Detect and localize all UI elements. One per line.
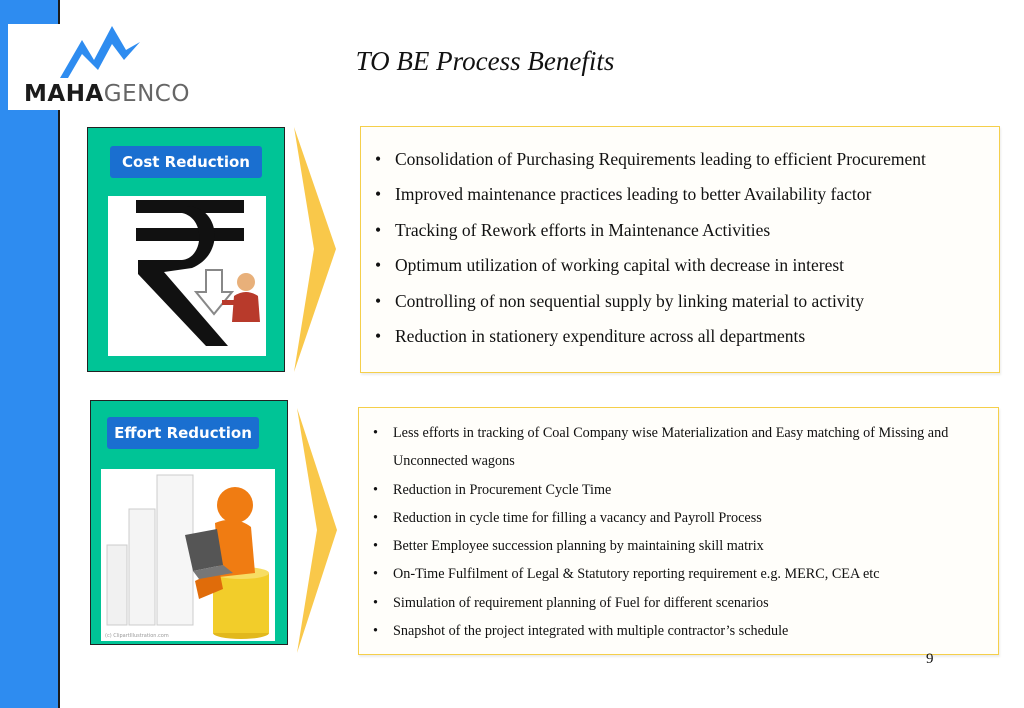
- chevron-right-icon: [294, 127, 336, 372]
- slide-title: TO BE Process Benefits: [355, 46, 615, 76]
- list-item: •Optimum utilization of working capital …: [375, 255, 845, 276]
- list-item: •On-Time Fulfilment of Legal & Statutory…: [373, 566, 880, 583]
- list-item: •Consolidation of Purchasing Requirement…: [375, 149, 926, 169]
- cost-reduction-label: Cost Reduction: [110, 146, 262, 178]
- list-item: •Less efforts in tracking of Coal Compan…: [373, 425, 949, 470]
- effort-reduction-label: Effort Reduction: [107, 417, 259, 449]
- list-item: •Reduction in stationery expenditure acr…: [375, 326, 806, 347]
- logo-text-light: GENCO: [103, 81, 190, 107]
- image-credit: (c) ClipartIllustration.com: [105, 633, 169, 639]
- cost-reduction-benefits-box: •Consolidation of Purchasing Requirement…: [360, 126, 1000, 373]
- effort-reduction-benefits-box: •Less efforts in tracking of Coal Compan…: [358, 407, 999, 655]
- logo-wordmark: MAHAGENCO: [24, 81, 190, 107]
- rupee-down-icon: [136, 200, 260, 346]
- cost-reduction-panel: Cost Reduction: [87, 127, 285, 372]
- person-laptop-coins-icon: (c) ClipartIllustration.com: [105, 474, 269, 639]
- cost-reduction-benefits-list: •Consolidation of Purchasing Requirement…: [369, 142, 991, 354]
- left-accent-bar: [0, 0, 60, 708]
- list-item: •Tracking of Rework efforts in Maintenan…: [375, 219, 771, 240]
- effort-picture: (c) ClipartIllustration.com: [101, 469, 275, 641]
- rupee-picture: [108, 196, 266, 356]
- logo-text-bold: MAHA: [24, 81, 104, 107]
- list-item: •Controlling of non sequential supply by…: [375, 290, 865, 311]
- list-item: •Snapshot of the project integrated with…: [373, 623, 789, 640]
- effort-reduction-panel: Effort Reduction (c) ClipartIllustration…: [90, 400, 288, 645]
- logo-mountain-icon: [60, 26, 140, 78]
- mahagenco-logo: MAHAGENCO: [8, 24, 196, 110]
- effort-reduction-benefits-list: •Less efforts in tracking of Coal Compan…: [367, 419, 986, 645]
- list-item: •Improved maintenance practices leading …: [375, 184, 872, 205]
- page-number: 9: [926, 651, 934, 667]
- list-item: •Better Employee succession planning by …: [373, 538, 764, 555]
- chevron-right-icon: [297, 408, 337, 653]
- list-item: •Simulation of requirement planning of F…: [373, 594, 769, 611]
- list-item: •Reduction in Procurement Cycle Time: [373, 481, 612, 498]
- list-item: •Reduction in cycle time for filling a v…: [373, 509, 762, 526]
